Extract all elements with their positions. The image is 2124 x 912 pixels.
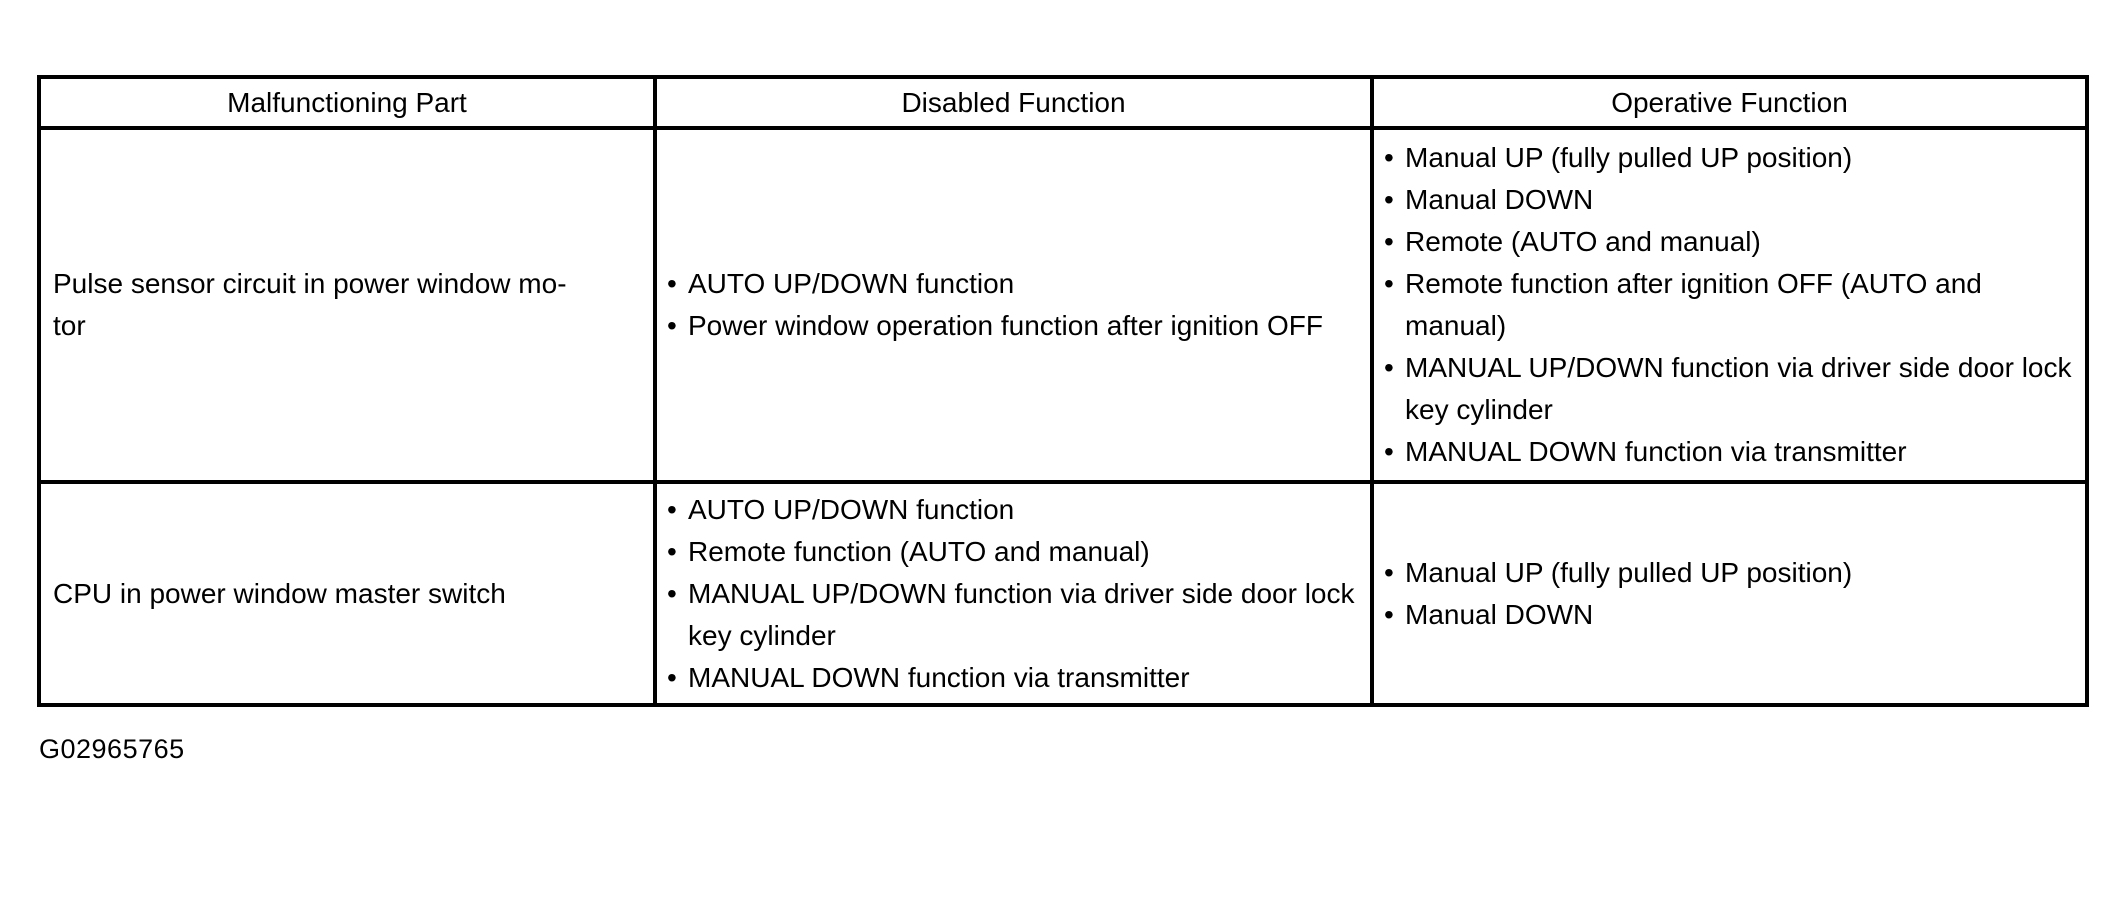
operative-function-list: Manual UP (fully pulled UP position)Manu… [1384, 137, 2079, 473]
bullet-item: Manual UP (fully pulled UP position) [1384, 552, 2079, 594]
bullet-item: Power window operation function after ig… [667, 305, 1364, 347]
table-header-row: Malfunctioning Part Disabled Function Op… [37, 75, 2089, 130]
column-header-disabled-function: Disabled Function [653, 75, 1374, 130]
cell-malfunctioning-part: CPU in power window master switch [37, 480, 657, 707]
cell-disabled-function: AUTO UP/DOWN functionRemote function (AU… [653, 480, 1374, 707]
cell-operative-function: Manual UP (fully pulled UP position)Manu… [1370, 126, 2089, 484]
bullet-item: Manual DOWN [1384, 179, 2079, 221]
cell-malfunctioning-part: Pulse sensor circuit in power window mo-… [37, 126, 657, 484]
operative-function-list: Manual UP (fully pulled UP position)Manu… [1384, 552, 2079, 636]
bullet-item: MANUAL DOWN function via transmitter [1384, 431, 2079, 473]
table-row-pulse-sensor: Pulse sensor circuit in power window mo-… [37, 126, 2089, 484]
cell-disabled-function: AUTO UP/DOWN functionPower window operat… [653, 126, 1374, 484]
manual-page: Malfunctioning Part Disabled Function Op… [0, 75, 2124, 912]
bullet-item: AUTO UP/DOWN function [667, 263, 1364, 305]
bullet-item: MANUAL DOWN function via transmitter [667, 657, 1364, 699]
bullet-item: Manual DOWN [1384, 594, 2079, 636]
power-window-malfunction-table: Malfunctioning Part Disabled Function Op… [37, 75, 2089, 707]
bullet-item: AUTO UP/DOWN function [667, 489, 1364, 531]
bullet-item: MANUAL UP/DOWN function via driver side … [1384, 347, 2079, 431]
column-header-malfunctioning-part: Malfunctioning Part [37, 75, 657, 130]
disabled-function-list: AUTO UP/DOWN functionRemote function (AU… [667, 489, 1364, 699]
bullet-item: MANUAL UP/DOWN function via driver side … [667, 573, 1364, 657]
bullet-item: Remote function (AUTO and manual) [667, 531, 1364, 573]
bullet-item: Remote function after ignition OFF (AUTO… [1384, 263, 2079, 347]
bullet-item: Remote (AUTO and manual) [1384, 221, 2079, 263]
table-row-cpu-master-switch: CPU in power window master switch AUTO U… [37, 480, 2089, 707]
bullet-item: Manual UP (fully pulled UP position) [1384, 137, 2079, 179]
cell-operative-function: Manual UP (fully pulled UP position)Manu… [1370, 480, 2089, 707]
column-header-operative-function: Operative Function [1370, 75, 2089, 130]
disabled-function-list: AUTO UP/DOWN functionPower window operat… [667, 263, 1364, 347]
figure-id-label: G02965765 [39, 734, 185, 764]
